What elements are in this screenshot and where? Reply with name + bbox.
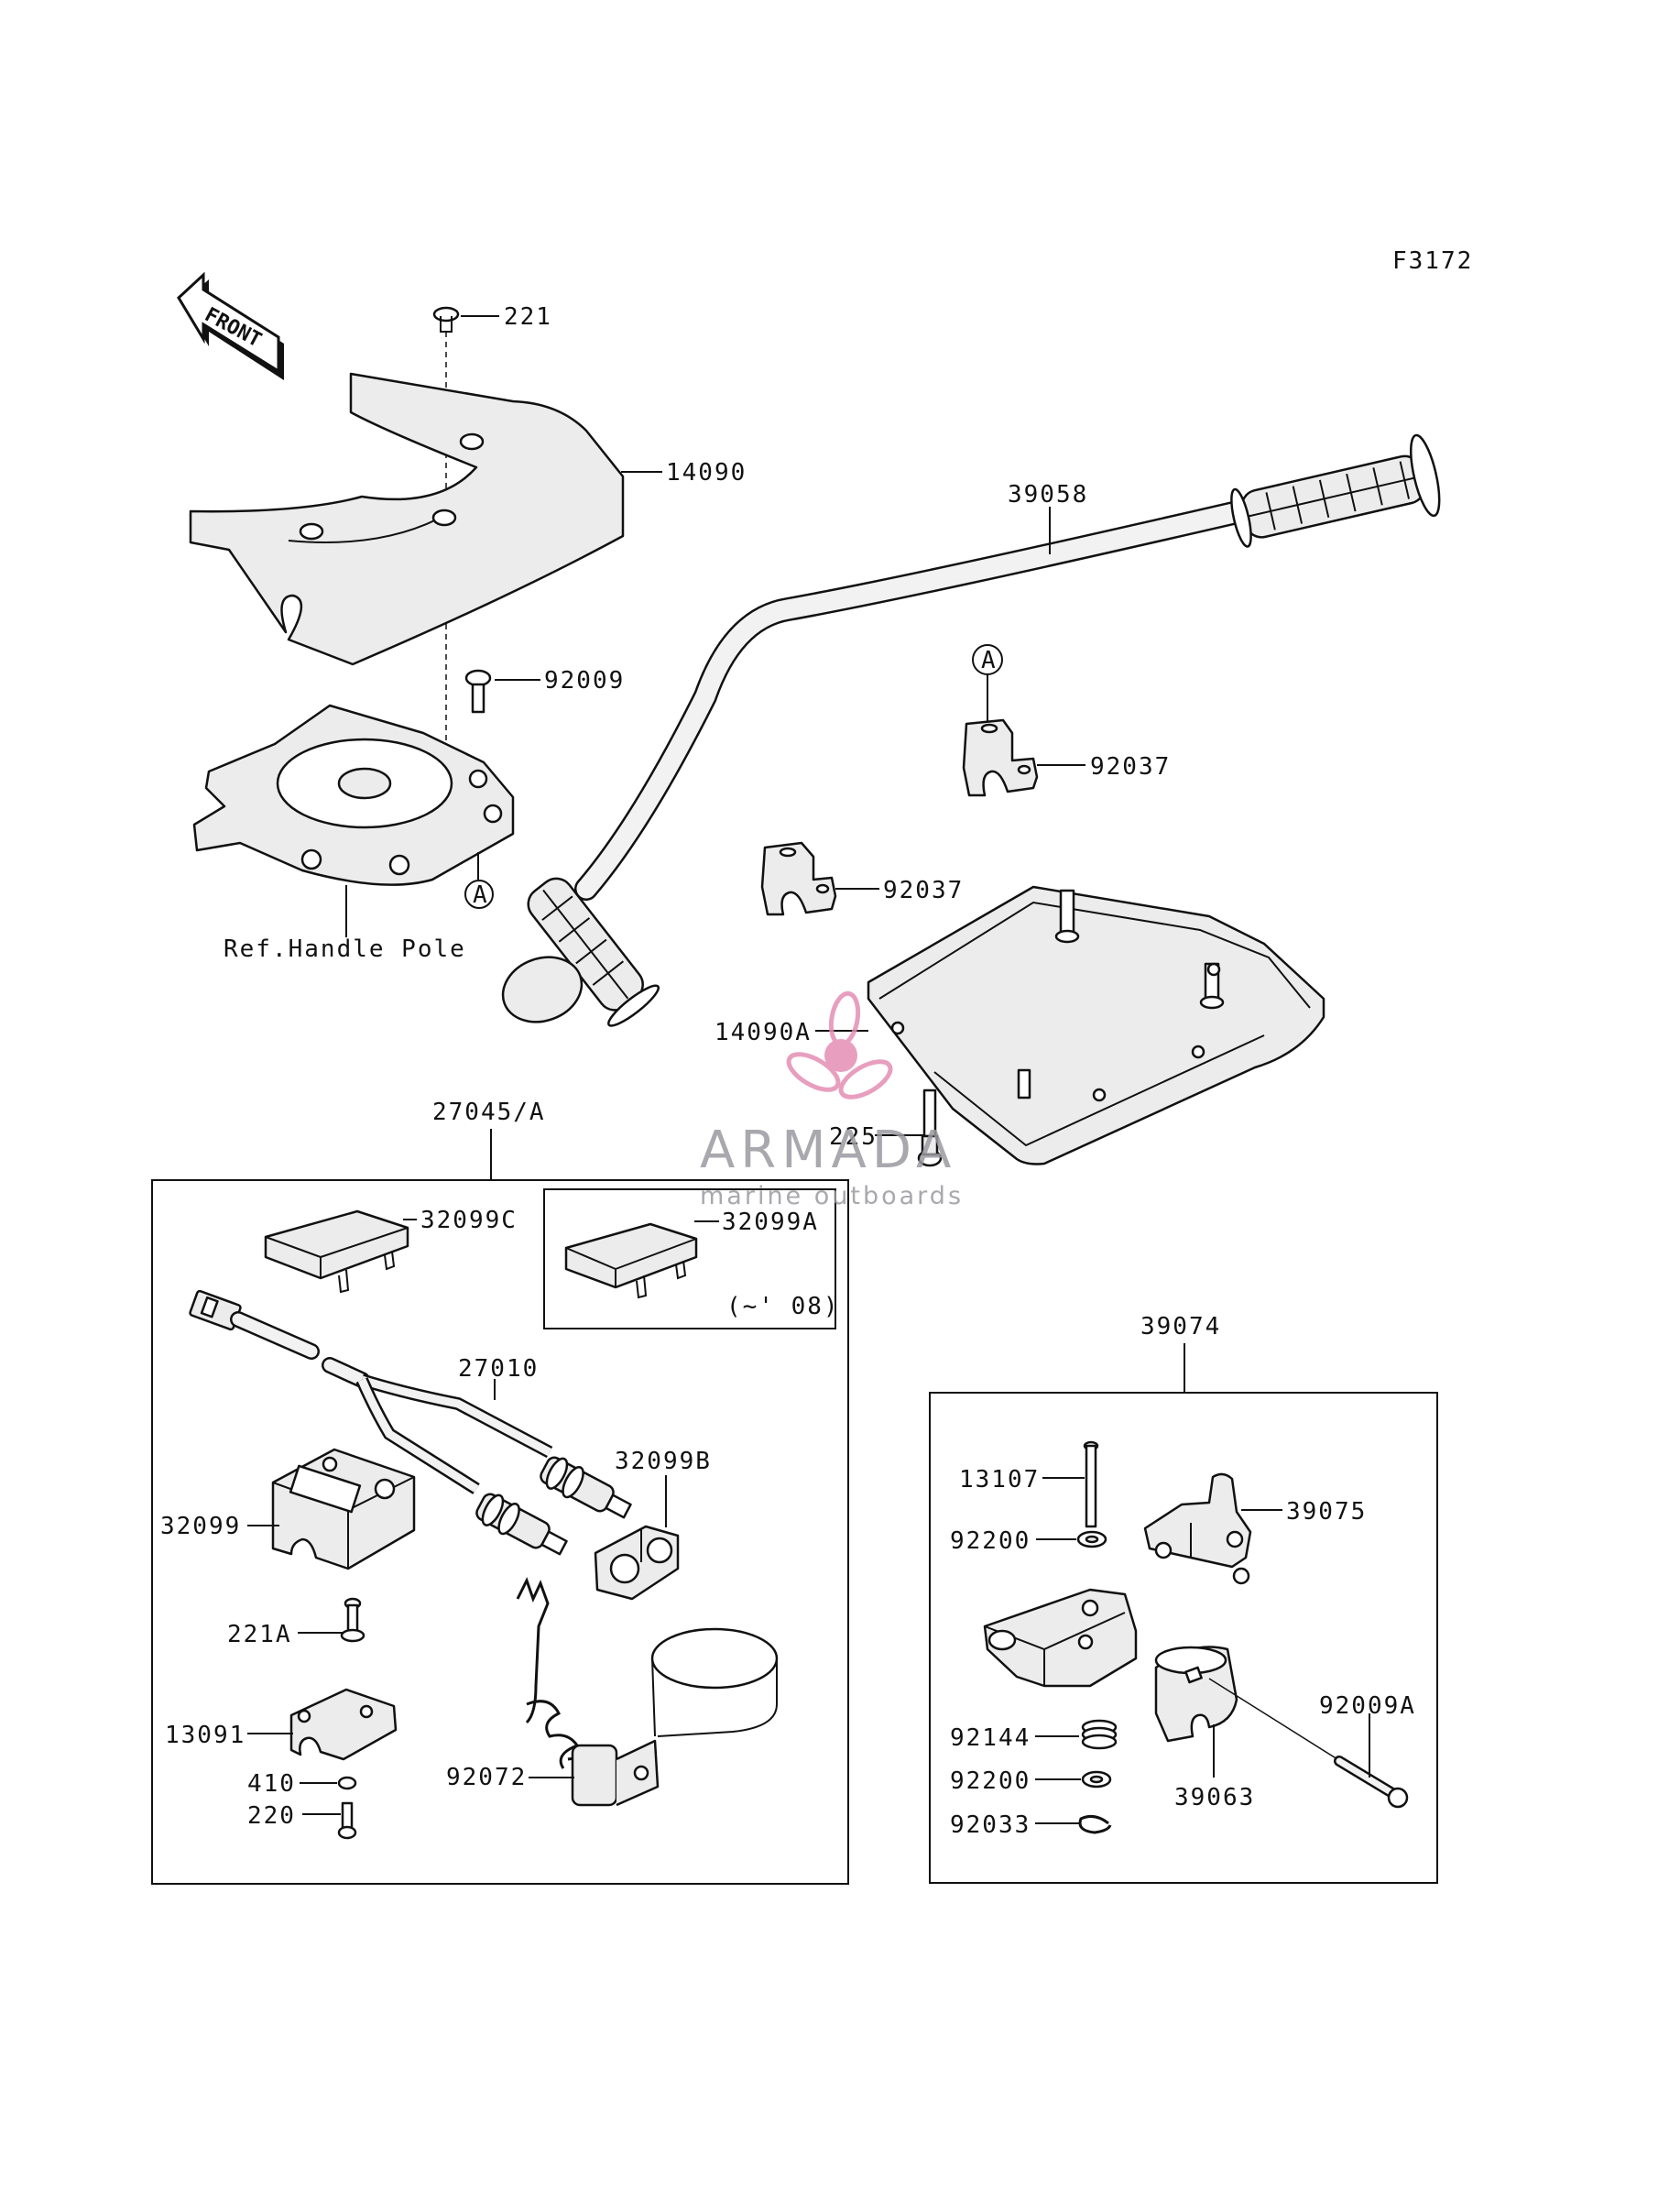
handlebar-39058-icon (501, 433, 1441, 1027)
spring-92144-icon (1081, 1719, 1118, 1750)
label-39075: 39075 (1286, 1498, 1367, 1526)
screw-92009-icon (464, 669, 492, 714)
switch-housing-32099-icon (271, 1448, 416, 1570)
screw-92009A-icon (1208, 1678, 1409, 1809)
note-08: (~' 08) (726, 1293, 840, 1320)
bolt-220-icon (337, 1801, 357, 1840)
ref-marker-lower: A (473, 881, 489, 909)
label-13107: 13107 (959, 1466, 1040, 1493)
clamp-92037-lower-icon (760, 841, 837, 916)
label-39058: 39058 (1008, 481, 1088, 509)
label-92144: 92144 (950, 1724, 1031, 1752)
label-225: 225 (829, 1123, 878, 1151)
label-92009A: 92009A (1319, 1692, 1416, 1720)
upper-cover-14090-icon (189, 372, 625, 666)
label-220: 220 (247, 1802, 296, 1830)
ref-marker-circle-lower (464, 880, 494, 909)
label-ref-handle-pole: Ref.Handle Pole (224, 935, 466, 963)
holder-32099B-icon (594, 1525, 680, 1601)
ref-marker-upper: A (981, 647, 998, 674)
label-92200-lower: 92200 (950, 1767, 1031, 1795)
knob-39063-icon (1154, 1646, 1238, 1743)
screw-225-icon (917, 1089, 943, 1167)
label-410: 410 (247, 1770, 296, 1798)
figure-code: F3172 (1392, 247, 1473, 275)
label-39063: 39063 (1174, 1784, 1255, 1811)
watermark-brand: ARMADA (700, 1121, 956, 1180)
cover-32099A-icon (564, 1222, 698, 1299)
label-39074: 39074 (1140, 1313, 1221, 1340)
label-27045A: 27045/A (432, 1099, 546, 1126)
label-13091: 13091 (165, 1722, 245, 1749)
clamp-92037-upper-icon (962, 718, 1039, 797)
label-32099C: 32099C (420, 1207, 518, 1234)
label-221: 221 (504, 303, 552, 331)
handle-pole-plate-icon (192, 704, 515, 886)
lower-cover-14090A-icon (867, 885, 1325, 1165)
cover-32099C-icon (264, 1209, 409, 1294)
kit-39074-box (929, 1392, 1438, 1884)
label-32099: 32099 (160, 1513, 241, 1540)
watermark-tagline: marine outboards (700, 1182, 964, 1210)
front-arrow-icon: FRONT (177, 271, 284, 380)
label-221A: 221A (227, 1621, 292, 1648)
harness-27010-icon (189, 1289, 632, 1556)
lever-housing-icon (983, 1588, 1138, 1688)
label-32099B: 32099B (615, 1448, 712, 1475)
label-27010: 27010 (458, 1355, 539, 1383)
bracket-39075-icon (1143, 1472, 1252, 1585)
label-92200-upper: 92200 (950, 1527, 1031, 1555)
lanyard-92072-icon (516, 1577, 779, 1807)
pin-13107-icon (1083, 1440, 1099, 1528)
label-92033: 92033 (950, 1811, 1031, 1839)
label-92037-lower: 92037 (883, 877, 964, 904)
inset-32099A-box (543, 1188, 836, 1329)
clamp-13091-icon (289, 1688, 398, 1761)
washer-410-icon (337, 1776, 357, 1790)
label-92072: 92072 (446, 1764, 527, 1791)
label-92037-upper: 92037 (1090, 753, 1171, 781)
circlip-92033-icon (1078, 1814, 1112, 1834)
armada-watermark: ARMADA marine outboards (700, 990, 964, 1210)
label-32099A: 32099A (722, 1209, 819, 1236)
label-14090A: 14090A (715, 1019, 812, 1046)
label-14090: 14090 (666, 459, 747, 487)
label-92009: 92009 (544, 667, 625, 695)
screw-221A-icon (340, 1597, 365, 1643)
kit-27045A-box (151, 1179, 849, 1885)
armada-logo-icon (786, 990, 893, 1100)
